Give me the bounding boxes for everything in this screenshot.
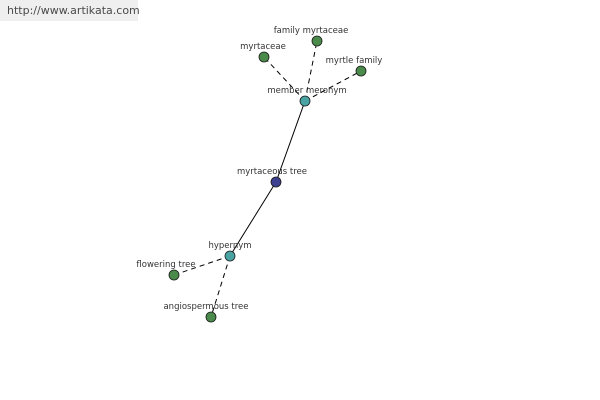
node-hypernym[interactable] — [224, 250, 236, 262]
node-label-myrtaceae[interactable]: myrtaceae — [240, 42, 286, 52]
node-flowering-tree[interactable] — [168, 269, 180, 281]
node-label-flowering-tree[interactable]: flowering tree — [136, 260, 195, 270]
node-label-hypernym[interactable]: hypernym — [208, 241, 251, 251]
edge-myrtaceous-tree-to-hypernym — [229, 181, 277, 257]
node-label-angiospermous-tree[interactable]: angiospermous tree — [163, 302, 248, 312]
graph-labels: myrtaceous tree member meronym hypernym myr… — [136, 26, 382, 312]
node-label-member-meronym[interactable]: member meronym — [267, 86, 346, 96]
node-member-meronym[interactable] — [299, 95, 311, 107]
node-myrtaceous-tree[interactable] — [270, 176, 282, 188]
node-myrtaceae[interactable] — [258, 51, 270, 63]
node-label-myrtle-family[interactable]: myrtle family — [326, 56, 383, 66]
edge-member-meronym-to-family-myrtaceae — [304, 40, 318, 102]
edge-myrtaceous-tree-to-member-meronym — [275, 100, 306, 183]
node-label-myrtaceous-tree[interactable]: myrtaceous tree — [237, 167, 307, 177]
node-myrtle-family[interactable] — [355, 65, 367, 77]
edge-member-meronym-to-myrtle-family — [304, 70, 362, 102]
node-label-family-myrtaceae[interactable]: family myrtaceae — [274, 26, 349, 36]
edge-member-meronym-to-myrtaceae — [263, 56, 306, 102]
graph-nodes — [168, 35, 367, 323]
graph-edges — [173, 40, 362, 318]
node-family-myrtaceae[interactable] — [311, 35, 323, 47]
watermark-banner: http://www.artikata.com — [0, 0, 140, 21]
watermark-url[interactable]: http://www.artikata.com — [7, 4, 140, 17]
node-angiospermous-tree[interactable] — [205, 311, 217, 323]
edge-hypernym-to-angiospermous-tree — [210, 255, 231, 318]
edge-hypernym-to-flowering-tree — [173, 255, 231, 276]
